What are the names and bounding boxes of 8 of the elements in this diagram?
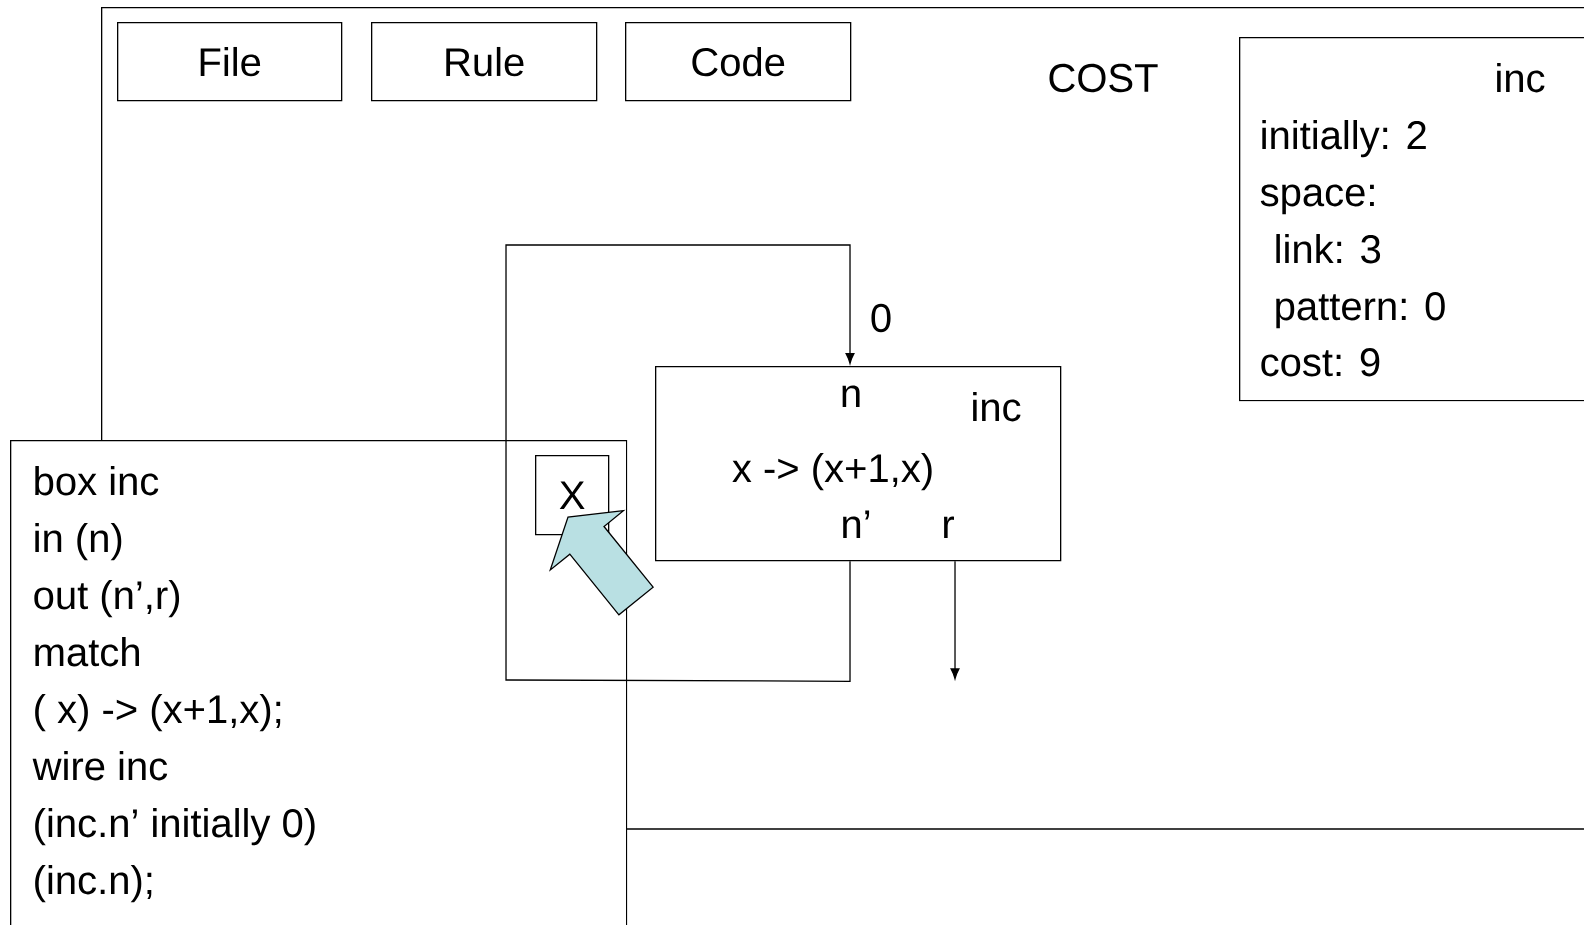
menu-text: COST bbox=[1049, 63, 1158, 93]
process-box: n inc x -> (x+1,x) n’ r bbox=[655, 366, 1062, 562]
wire bbox=[505, 244, 855, 682]
menu-button: Code bbox=[625, 22, 852, 102]
wire bbox=[950, 560, 960, 680]
menu-button: Rule bbox=[371, 22, 598, 102]
info-panel: inc initially: 2 space: link: 3 pattern: 0 cost: 9 bbox=[1239, 37, 1584, 402]
menu-button: File bbox=[117, 22, 343, 102]
